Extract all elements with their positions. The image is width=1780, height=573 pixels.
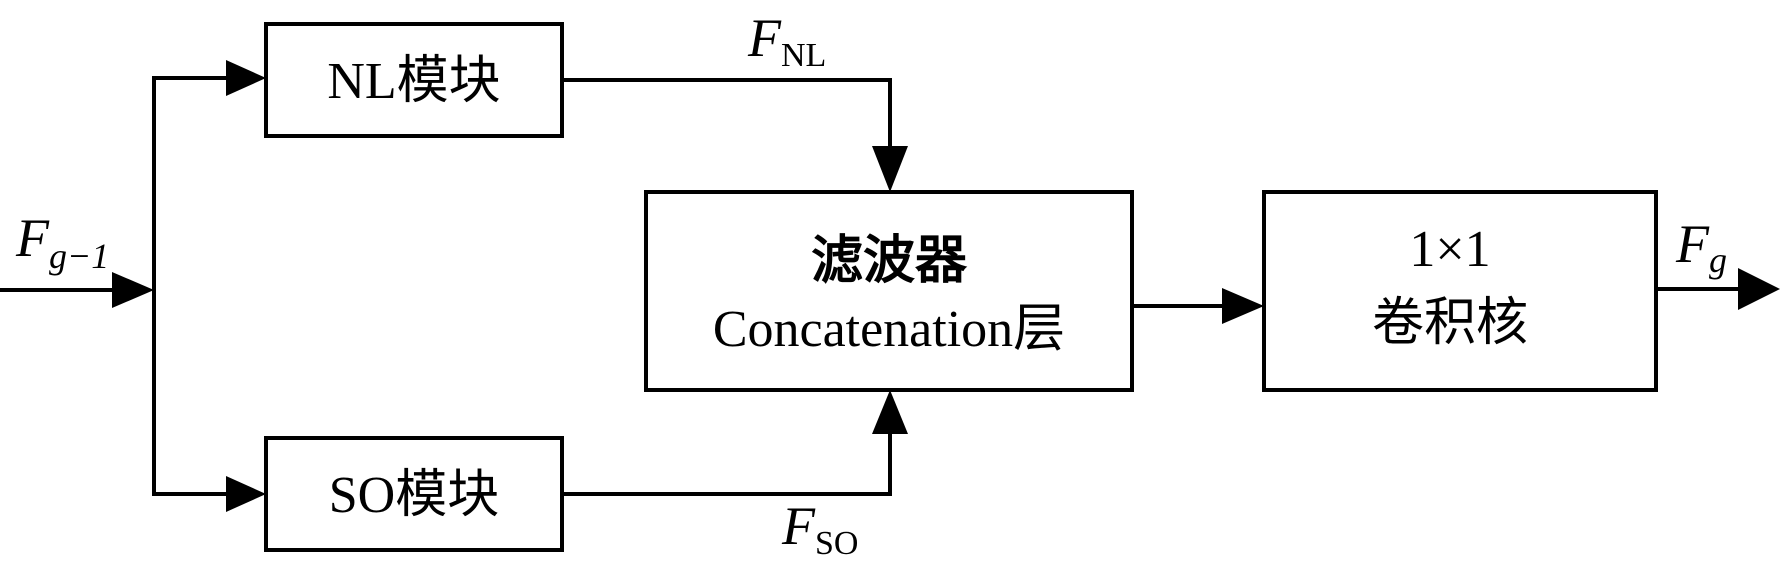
arrow-input-head (112, 272, 154, 308)
arrow-output-head (1738, 268, 1780, 310)
edge-nl-to-concat (562, 78, 892, 150)
concat-layer-line2: Concatenation层 (713, 301, 1065, 358)
edge-so-to-concat (562, 432, 892, 496)
signal-f-g-label: Fg (1675, 214, 1727, 280)
conv-1x1-box (1262, 190, 1658, 392)
signal-f-g-minus-1-label: Fg−1 (15, 208, 109, 276)
arrow-concat-to-conv-head (1222, 288, 1264, 324)
conv-1x1-line2: 卷积核 (1372, 295, 1528, 352)
nl-module-box (264, 22, 564, 138)
signal-f-so-label: FSO (781, 496, 858, 562)
arrow-so-to-concat-head (872, 390, 908, 434)
concat-layer-line1: 滤波器 (811, 232, 968, 290)
concat-layer-box (644, 190, 1134, 392)
arrow-to-nl-head (226, 60, 266, 96)
so-module-label: SO模块 (329, 467, 499, 524)
arrow-to-so-head (226, 476, 266, 512)
nl-module-label: NL模块 (327, 53, 500, 110)
arrow-nl-to-concat-head (872, 146, 908, 192)
conv-1x1-line1: 1×1 (1409, 221, 1490, 278)
so-module-box (264, 436, 564, 552)
signal-f-nl-label: FNL (747, 8, 826, 74)
